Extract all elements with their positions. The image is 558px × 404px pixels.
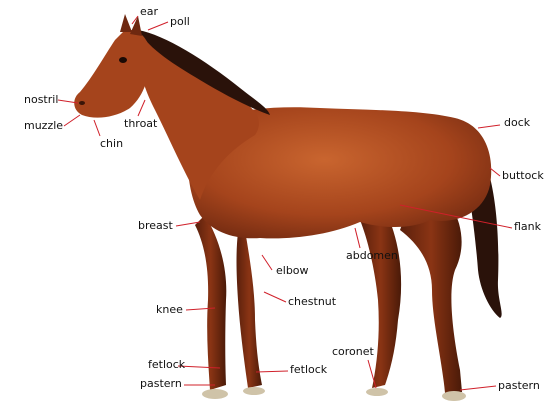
label-dock: dock <box>504 117 530 129</box>
leader-line-throat <box>138 100 145 116</box>
leader-line-pastern-hind <box>460 386 496 390</box>
front-leg-near <box>195 215 226 390</box>
label-nostril: nostril <box>24 94 58 106</box>
front-leg-far <box>237 230 263 388</box>
leader-line-chestnut <box>264 292 286 302</box>
hoof-hind-far <box>366 388 388 396</box>
label-abdomen: abdomen <box>346 250 398 262</box>
label-elbow: elbow <box>276 265 309 277</box>
label-ear: ear <box>140 6 158 18</box>
label-throat: throat <box>124 118 157 130</box>
hoof-hind-near <box>442 391 466 401</box>
horse-eye <box>119 57 127 63</box>
label-pastern-hind: pastern <box>498 380 540 392</box>
label-breast: breast <box>138 220 173 232</box>
label-chin: chin <box>100 138 123 150</box>
label-muzzle: muzzle <box>24 120 63 132</box>
leader-line-elbow <box>262 255 272 270</box>
hind-leg-far <box>360 210 401 388</box>
hoof-front-far <box>243 387 265 395</box>
label-chestnut: chestnut <box>288 296 336 308</box>
label-fetlock-front: fetlock <box>148 359 185 371</box>
label-poll: poll <box>170 16 190 28</box>
leader-line-dock <box>478 125 500 128</box>
label-coronet: coronet <box>332 346 374 358</box>
leader-line-muzzle <box>64 115 80 126</box>
leader-line-buttock <box>490 168 500 176</box>
label-flank: flank <box>514 221 541 233</box>
leader-line-abdomen <box>355 228 360 248</box>
leader-line-fetlock-hind <box>256 371 288 372</box>
label-knee: knee <box>156 304 183 316</box>
horse-nostril-mark <box>79 101 85 105</box>
hoof-front-near <box>202 389 228 399</box>
leader-line-poll <box>148 22 168 30</box>
label-pastern-front: pastern <box>140 378 182 390</box>
horse-head <box>74 30 150 118</box>
label-fetlock-hind: fetlock <box>290 364 327 376</box>
leader-line-chin <box>94 120 100 136</box>
label-buttock: buttock <box>502 170 544 182</box>
